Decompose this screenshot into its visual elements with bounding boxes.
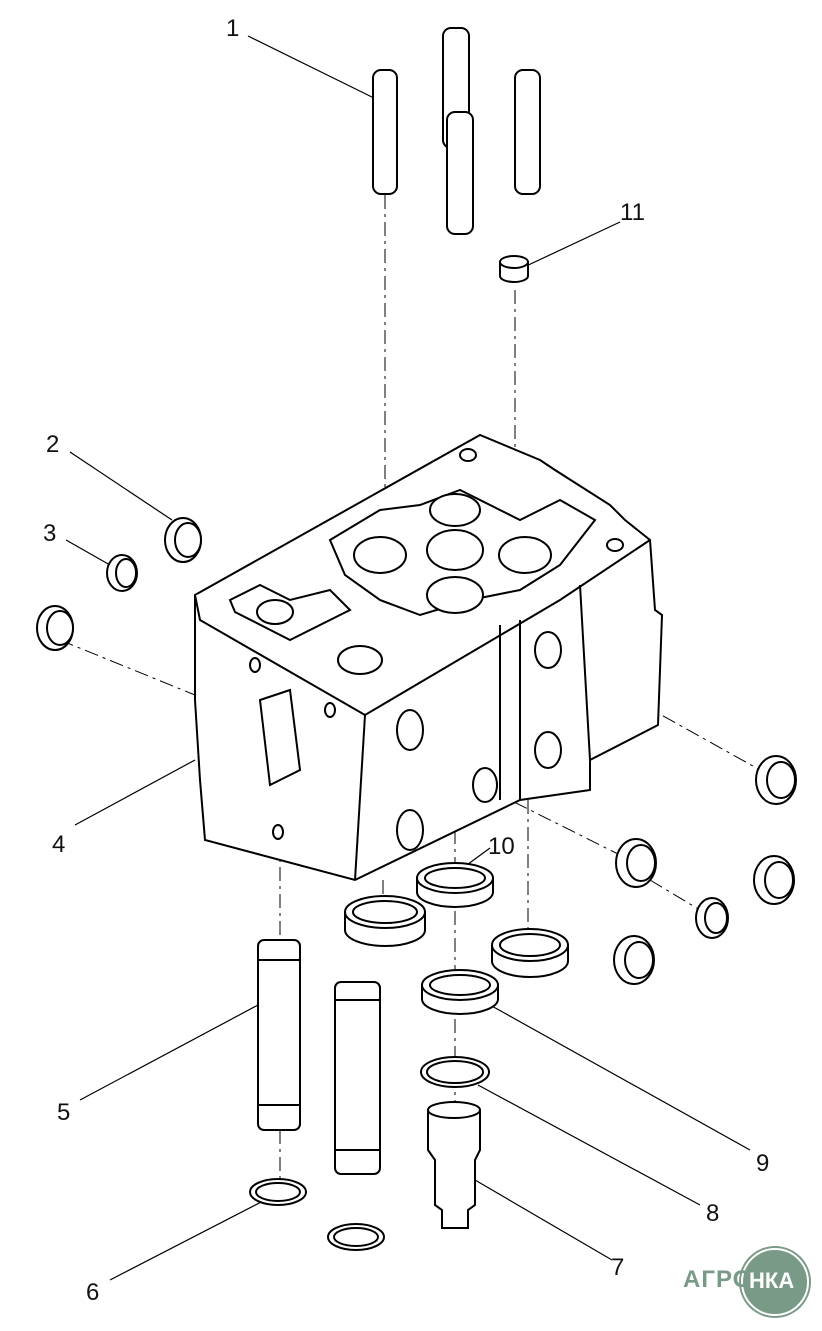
agronka-logo: НКА АГРО xyxy=(683,1248,813,1316)
callout-7: 7 xyxy=(611,1254,625,1281)
callout-11: 11 xyxy=(620,199,645,226)
cylinder-head xyxy=(194,433,664,882)
callout-8: 8 xyxy=(706,1200,720,1227)
valve-guides xyxy=(372,27,541,235)
callout-10: 10 xyxy=(488,833,515,860)
seal-rings xyxy=(249,862,569,1251)
callout-3: 3 xyxy=(43,520,57,547)
logo-circle: НКА xyxy=(741,1248,809,1316)
callout-6: 6 xyxy=(86,1279,100,1306)
callout-2: 2 xyxy=(46,431,60,458)
logo-left-text: АГРО xyxy=(683,1266,753,1293)
callout-4: 4 xyxy=(52,831,66,858)
plugs xyxy=(36,517,797,985)
callout-5: 5 xyxy=(57,1099,71,1126)
injector-sleeves xyxy=(257,939,381,1175)
callout-9: 9 xyxy=(756,1150,770,1177)
leader-lines xyxy=(65,35,751,1281)
logo-right-text: НКА xyxy=(749,1268,795,1293)
callout-1: 1 xyxy=(226,15,240,42)
sealing-cap xyxy=(499,255,529,283)
injector xyxy=(427,1101,481,1229)
